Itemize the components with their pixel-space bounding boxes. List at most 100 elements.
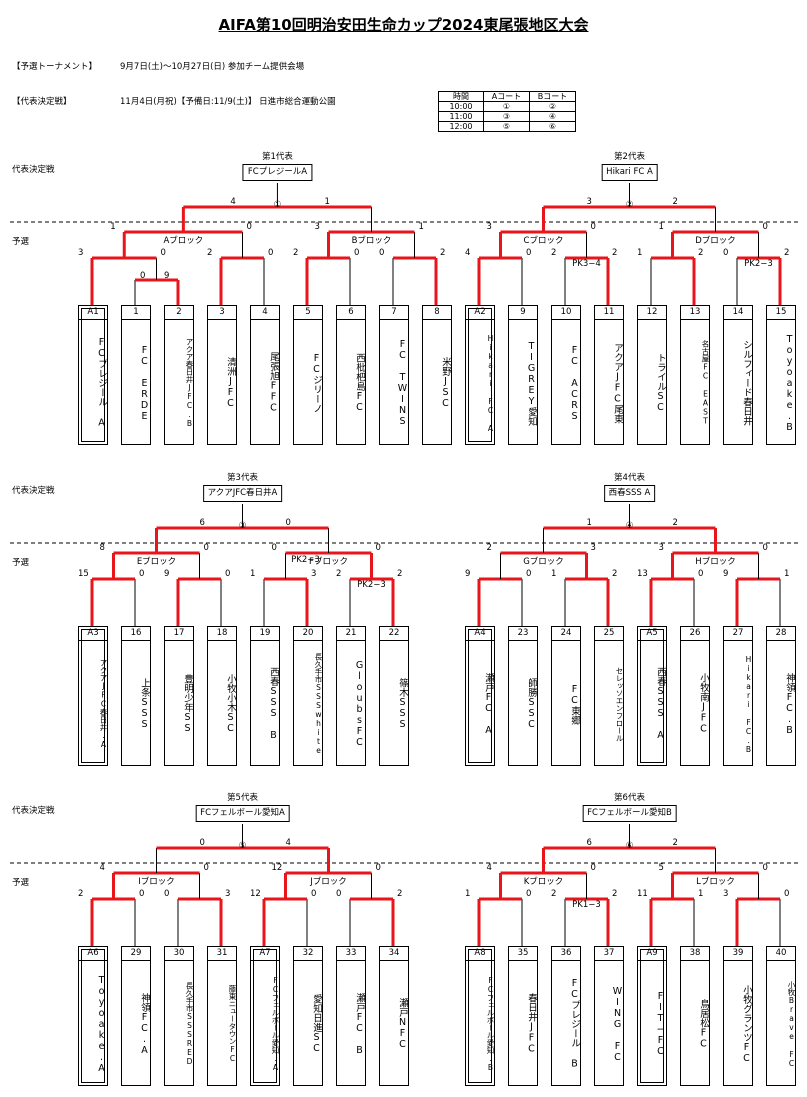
team-name: FCフェルボール愛知.A: [271, 976, 280, 1072]
team-number: 11: [595, 306, 623, 320]
team-number: 7: [380, 306, 408, 320]
score-label: 0: [354, 248, 360, 258]
prelim-label-text: 予選: [12, 878, 30, 888]
score-label: 6: [199, 518, 205, 528]
score-label: 9: [723, 569, 729, 579]
team-number: 6: [337, 306, 365, 320]
score-label: 2: [672, 197, 678, 207]
score-label: 2: [551, 248, 557, 258]
score-label: 1: [658, 222, 664, 232]
team-number: 35: [509, 947, 537, 961]
team-number: A6: [79, 947, 107, 961]
pk-label: PK2−3: [357, 580, 386, 590]
score-label: 1: [784, 569, 790, 579]
winner-team-box: FCプレジールA: [242, 164, 313, 181]
block-name: Kブロック: [523, 877, 564, 887]
score-label: 15: [78, 569, 89, 579]
team-name: アクアJFC尾東: [612, 342, 623, 424]
winner-team-box: FCフェルボール愛知B: [582, 805, 677, 822]
final-label-text: 代表決定戦: [12, 165, 55, 175]
score-label: 1: [324, 197, 330, 207]
team-name: 西春SSS A: [655, 667, 666, 741]
score-label: 13: [637, 569, 648, 579]
team-number: 3: [208, 306, 236, 320]
team-number: A3: [79, 627, 107, 641]
team-name: 小牧南JFC: [698, 673, 709, 735]
score-label: 0: [311, 889, 317, 899]
score-label: 0: [698, 569, 704, 579]
score-label: 3: [723, 889, 729, 899]
score-label: 4: [486, 863, 492, 873]
block-name: Aブロック: [163, 236, 204, 246]
block-name: Fブロック: [309, 557, 348, 567]
team-name: 師勝SSC: [526, 678, 537, 730]
team-name: 瀬戸FC A: [483, 672, 494, 736]
team-name: FIT−FC: [655, 991, 666, 1057]
team-name: アクアJFC春日井.A: [99, 659, 108, 749]
team-number: 12: [638, 306, 666, 320]
team-number: 8: [423, 306, 451, 320]
score-label: 0: [762, 222, 768, 232]
team-number: 1: [122, 306, 150, 320]
team-name: 愛知日進SC: [311, 994, 322, 1054]
score-label: 4: [465, 248, 471, 258]
team-name: FC東郷: [569, 683, 580, 725]
score-label: 1: [637, 248, 643, 258]
score-label: 0: [203, 543, 209, 553]
score-label: 2: [397, 569, 403, 579]
score-label: 2: [486, 543, 492, 553]
team-cell: A3 アクアJFC春日井.A: [78, 626, 108, 766]
team-name: Hikari FC.B: [744, 654, 753, 754]
team-number: 20: [294, 627, 322, 641]
score-label: 0: [139, 889, 145, 899]
schedule-row: 12:00 ⑤ ⑥: [438, 121, 576, 132]
team-name: FC ERDE: [139, 344, 150, 422]
score-label: 0: [526, 569, 532, 579]
score-label: 0: [375, 543, 381, 553]
team-name: 瀬戸FC B: [354, 992, 365, 1056]
score-label: 3: [78, 248, 84, 258]
team-number: A9: [638, 947, 666, 961]
team-number: 13: [681, 306, 709, 320]
score-label: 3: [658, 543, 664, 553]
team-name: 豊明少年SS: [182, 674, 193, 734]
winner-title: 第1代表: [261, 152, 293, 162]
team-name: 小牧小木SC: [225, 674, 236, 734]
score-label: 4: [230, 197, 236, 207]
team-number: 16: [122, 627, 150, 641]
score-label: 9: [164, 271, 170, 281]
block-name: Bブロック: [351, 236, 392, 246]
team-name: FCプレジール B: [569, 978, 580, 1070]
score-label: 2: [698, 248, 704, 258]
team-name: 瀬戸NFC: [397, 998, 408, 1050]
score-label: 2: [612, 889, 618, 899]
score-label: 2: [78, 889, 84, 899]
team-name: FCプレジール A: [96, 337, 107, 429]
team-number: 14: [724, 306, 752, 320]
team-number: 32: [294, 947, 322, 961]
score-label: 1: [551, 569, 557, 579]
team-name: WING FC: [612, 985, 623, 1063]
team-number: 9: [509, 306, 537, 320]
score-label: 0: [526, 889, 532, 899]
winner-team-box: Hikari FC A: [601, 164, 658, 181]
final-label-text: 代表決定戦: [12, 806, 55, 816]
team-name: アクア春日井JFC.B: [185, 338, 194, 428]
team-name: GloubsFC: [354, 660, 365, 748]
winner-title: 第6代表: [614, 793, 645, 803]
score-label: 2: [336, 569, 342, 579]
block-name: Iブロック: [138, 877, 175, 887]
